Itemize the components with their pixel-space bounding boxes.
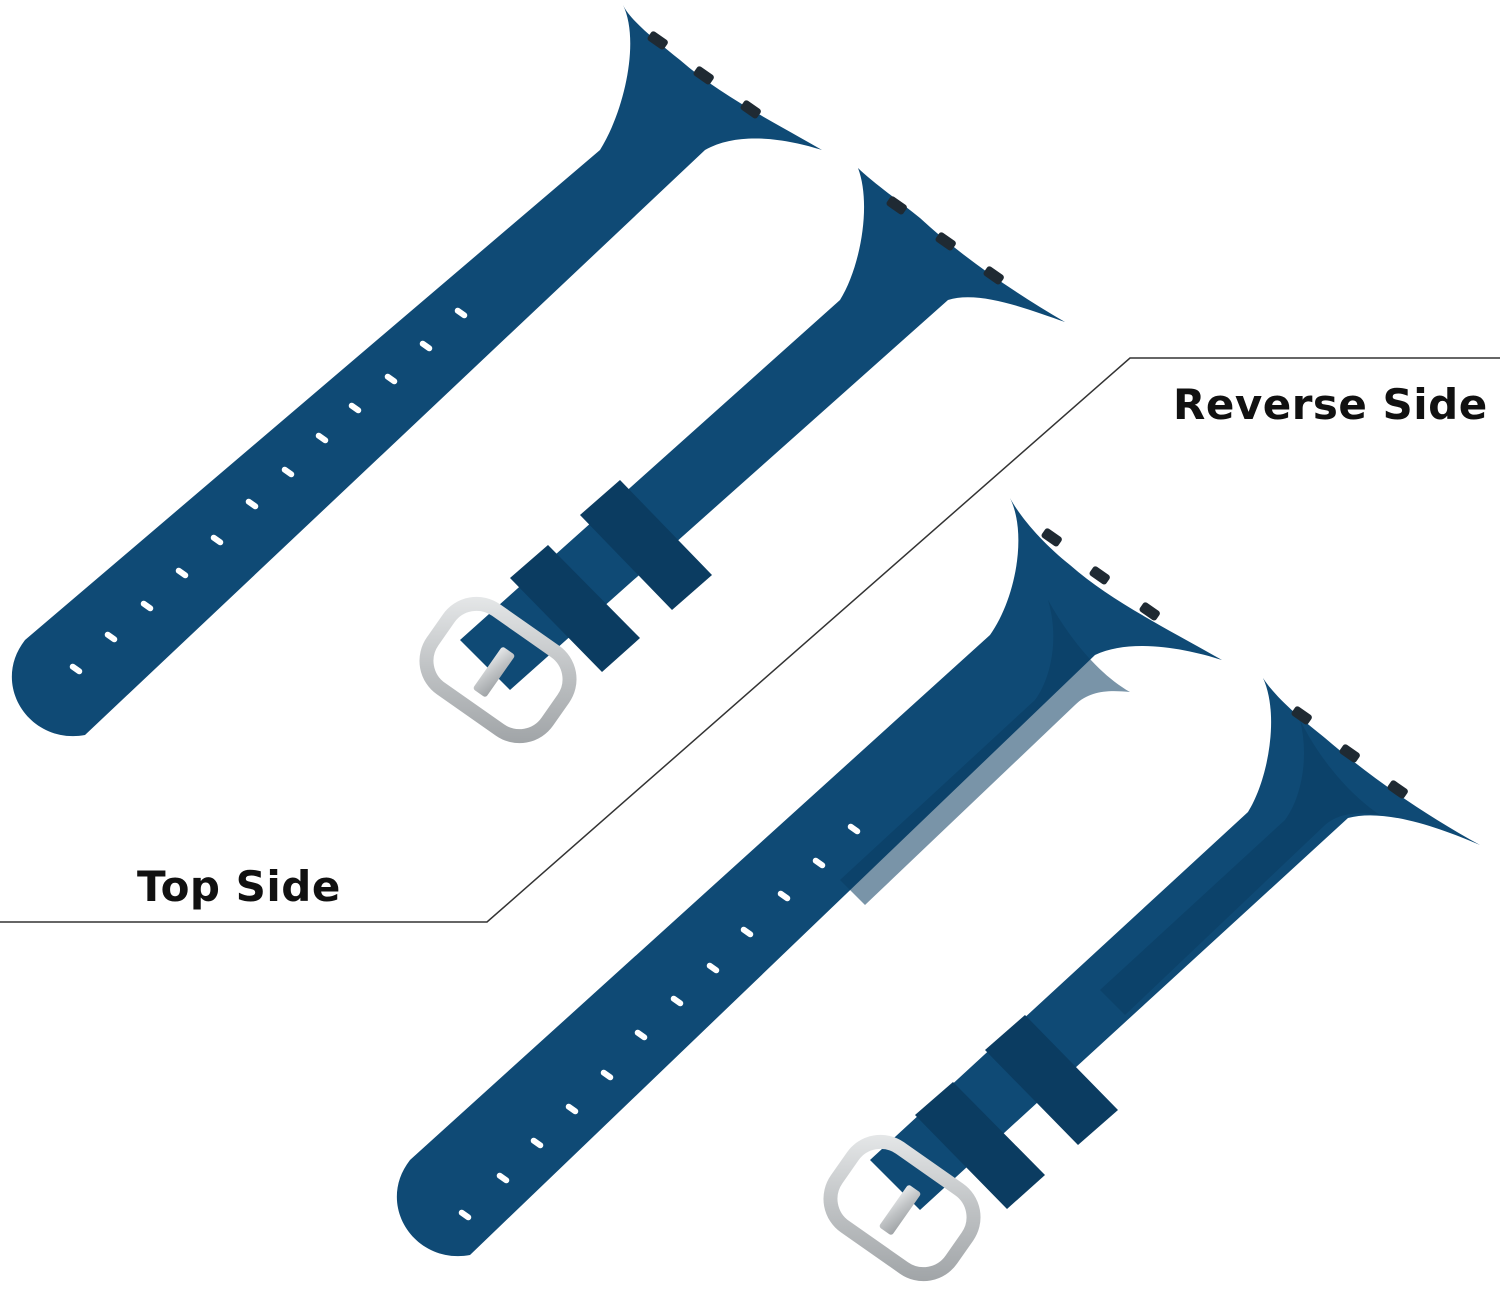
band-hole [175,567,189,579]
buckle-tongue [879,1185,921,1235]
reverse-long-band [396,498,1222,1257]
band-body [396,498,1222,1257]
band-hole [847,823,861,835]
reverse-buckle-band [823,678,1480,1282]
lug-connector [1139,602,1160,621]
buckle-frame [823,1134,981,1282]
band-channel [1100,720,1380,1015]
band-hole [454,307,468,319]
band-hole [140,600,154,612]
lug-connector [1291,706,1312,725]
band-hole [245,498,259,510]
band-hole [69,663,83,675]
lug-connector [1089,566,1110,585]
band-hole [496,1172,510,1184]
band-hole [670,995,684,1007]
lug-connector [1387,780,1408,799]
band-keeper [985,1015,1118,1145]
band-hole [777,890,791,902]
top-long-band [11,5,822,737]
top-side-label: Top Side [137,862,341,911]
buckle-frame [419,596,577,744]
band-hole [384,373,398,385]
divider-line [0,357,1500,923]
buckle [823,1134,981,1282]
reverse-side-label: Reverse Side [1173,380,1488,429]
band-hole [210,534,224,546]
band-holes [69,307,468,675]
band-channel [840,600,1130,905]
band-body [460,168,1065,690]
band-keeper [510,545,640,672]
band-hole [740,926,754,938]
lug-connector [935,232,956,251]
band-hole [706,962,720,974]
band-hole [600,1069,614,1081]
buckle [419,596,577,744]
band-hole [812,857,826,869]
band-body [11,5,822,737]
buckle-tongue [473,647,515,697]
band-hole [315,432,329,444]
band-hole [530,1137,544,1149]
band-hole [104,631,118,643]
band-hole [348,402,362,414]
lug-connector [740,100,761,119]
band-hole [458,1209,472,1221]
band-hole [419,340,433,352]
lug-connector [886,196,907,215]
band-keeper [580,480,712,610]
top-buckle-band [419,168,1065,744]
band-hole [634,1029,648,1041]
lug-connector [983,266,1004,285]
lug-connector [1041,528,1062,547]
band-hole [281,466,295,478]
band-keeper [915,1082,1045,1209]
lug-connector [647,31,668,50]
lug-connector [693,66,714,85]
lug-connector [1339,744,1360,763]
band-hole [565,1103,579,1115]
band-holes [458,823,861,1221]
